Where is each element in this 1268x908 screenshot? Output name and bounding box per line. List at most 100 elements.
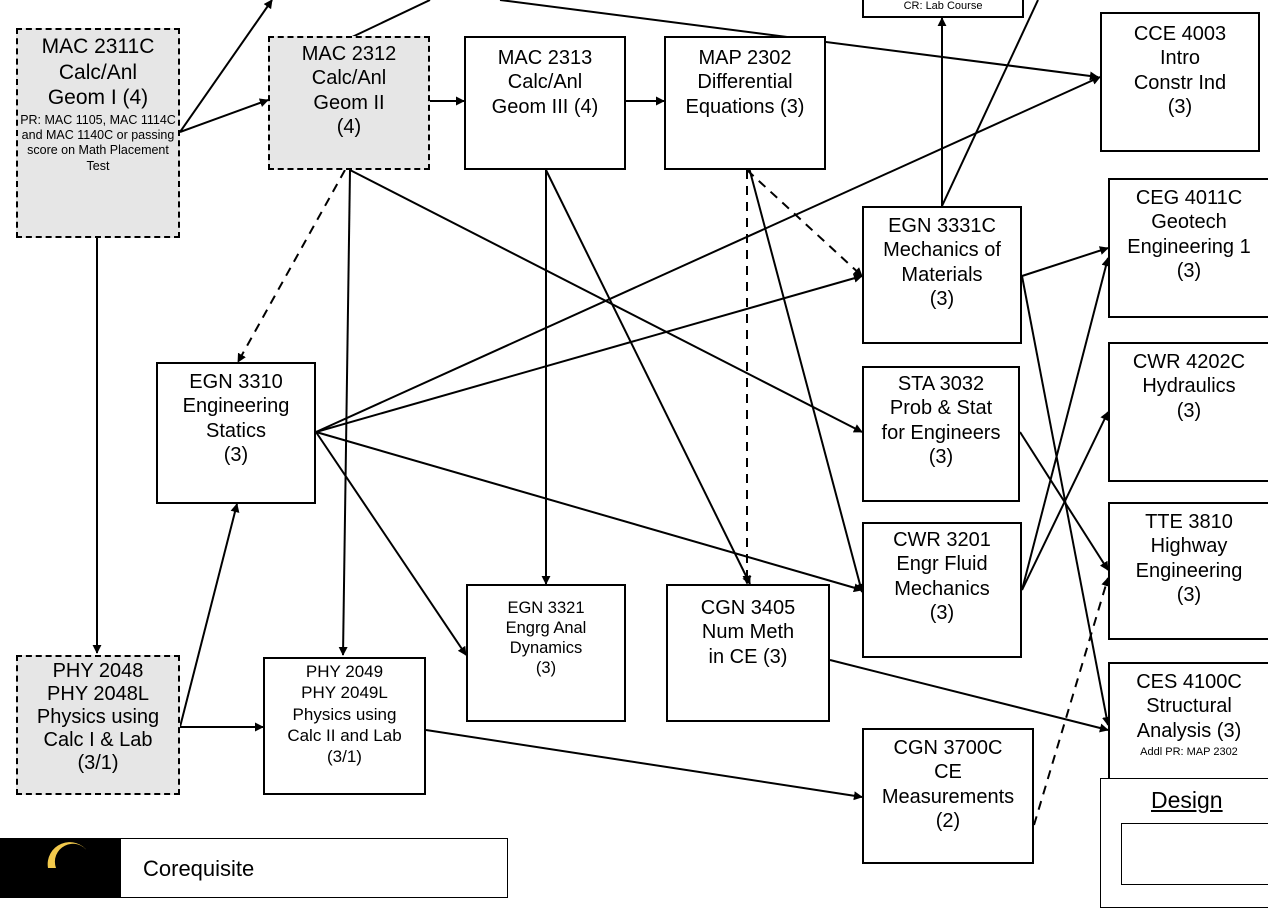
course-code: MAP 2302 (698, 47, 792, 69)
course-egn3321[interactable]: EGN 3321 Engrg Anal Dynamics (3) (466, 584, 626, 722)
course-title: Calc/Anl (311, 67, 387, 90)
course-title: Intro (1159, 47, 1201, 70)
cr-lab-label: CR: Lab Course (903, 0, 983, 13)
course-title: Constr Ind (1133, 71, 1227, 94)
course-title: Geotech (1151, 211, 1227, 234)
course-credits: (3) (1176, 260, 1202, 283)
course-egn3331c[interactable]: EGN 3331C Mechanics of Materials (3) (862, 206, 1022, 344)
course-title: Structural (1146, 695, 1232, 718)
course-title: in CE (3) (708, 645, 788, 668)
course-mac2313[interactable]: MAC 2313 Calc/Anl Geom III (4) (464, 36, 626, 170)
course-credits: (3) (223, 444, 249, 467)
course-code: MAC 2311C (41, 35, 155, 58)
course-credits: (3) (928, 446, 954, 469)
arrow-egn3310-egn3321 (315, 431, 467, 656)
course-title: Engineering 1 (1127, 235, 1251, 258)
course-tte3810[interactable]: TTE 3810 Highway Engineering (3) (1108, 502, 1268, 640)
course-cgn3700c[interactable]: CGN 3700C CE Measurements (2) (862, 728, 1034, 864)
course-credits: (3) (1167, 96, 1193, 119)
course-code: STA 3032 (897, 373, 985, 395)
course-code: EGN 3331C (888, 215, 996, 237)
course-title: Calc/Anl (58, 60, 138, 84)
arrow-2302-egn3331c (746, 169, 863, 277)
course-title: Physics using (292, 704, 397, 724)
course-title: Analysis (3) (1136, 719, 1242, 742)
prerequisite-note: Addl PR: MAP 2302 (1140, 746, 1238, 759)
course-title: Engineering (182, 395, 290, 418)
course-map2302[interactable]: MAP 2302 Differential Equations (3) (664, 36, 826, 170)
arrow-phy2049-cgn3700c (425, 729, 863, 801)
logo-crescent-icon (0, 838, 120, 898)
course-title: Calc II and Lab (287, 725, 402, 745)
course-title: Prob & Stat (889, 397, 993, 420)
course-code: EGN 3321 (507, 599, 585, 617)
course-title: Measurements (881, 785, 1015, 808)
course-lab-code: PHY 2049L (301, 683, 388, 703)
course-cwr3201[interactable]: CWR 3201 Engr Fluid Mechanics (3) (862, 522, 1022, 658)
course-code: CGN 3405 (700, 597, 796, 619)
course-title: Highway (1150, 535, 1228, 558)
arrow-cwr3201-cwr4202c (1021, 411, 1109, 591)
course-code: CEG 4011C (1135, 187, 1243, 209)
arrow-cgn3700c-tte3810 (1033, 577, 1110, 826)
course-credits: (3) (1176, 399, 1202, 422)
design-box: Design (1100, 778, 1268, 908)
arrow-2311-2312 (179, 98, 269, 133)
course-mac2311c[interactable]: MAC 2311C Calc/Anl Geom I (4) PR: MAC 11… (16, 28, 180, 238)
arrow-2311-offtop (179, 0, 273, 133)
legend-corequisite-label: Corequisite (143, 856, 255, 881)
course-code: TTE 3810 (1145, 511, 1233, 533)
course-lab-code: PHY 2048L (47, 683, 149, 705)
arrow-2313-cgn3405 (545, 169, 751, 585)
course-code: MAC 2313 (497, 47, 593, 69)
course-credits: (2) (935, 810, 961, 833)
arrow-2312-phy2049 (338, 169, 351, 656)
course-title: Mechanics of (883, 239, 1001, 262)
arrow-2302-cwr3201 (746, 159, 865, 593)
course-cgn3405[interactable]: CGN 3405 Num Meth in CE (3) (666, 584, 830, 722)
course-credits: (3) (929, 288, 955, 311)
course-title: Statics (205, 419, 267, 442)
course-title: Differential (697, 71, 793, 94)
course-title: Physics using (36, 706, 160, 728)
course-egn3310[interactable]: EGN 3310 Engineering Statics (3) (156, 362, 316, 504)
course-credits: (3/1) (327, 747, 362, 766)
arrow-2312-offtop (349, 0, 431, 39)
arrow-phy2048-egn3310 (179, 503, 240, 728)
course-title: Geom II (313, 91, 385, 114)
course-code: PHY 2049 (305, 662, 384, 681)
course-title: Engineering (1135, 559, 1243, 582)
course-cwr4202c[interactable]: CWR 4202C Hydraulics (3) (1108, 342, 1268, 482)
course-phy2049[interactable]: PHY 2049 PHY 2049L Physics using Calc II… (263, 657, 426, 795)
course-credits: (3/1) (77, 752, 119, 774)
course-title: Geom III (4) (491, 95, 599, 118)
course-code: CWR 3201 (893, 529, 991, 551)
course-code: EGN 3310 (189, 371, 283, 393)
arrow-egn3310-cce4003 (315, 76, 1101, 433)
course-sta3032[interactable]: STA 3032 Prob & Stat for Engineers (3) (862, 366, 1020, 502)
course-ceg4011c[interactable]: CEG 4011C Geotech Engineering 1 (3) (1108, 178, 1268, 318)
course-title: for Engineers (881, 421, 1001, 444)
course-code: MAC 2312 (301, 43, 397, 65)
course-title: Equations (3) (685, 95, 805, 118)
course-title: Calc I & Lab (43, 729, 153, 751)
arrow-egn3331c-offtop (941, 0, 1039, 207)
course-credits: (4) (336, 116, 362, 139)
course-title: CE (934, 761, 962, 784)
course-phy2048[interactable]: PHY 2048 PHY 2048L Physics using Calc I … (16, 655, 180, 795)
course-title: Dynamics (509, 639, 583, 658)
arrow-egn3310-cwr3201 (315, 431, 863, 593)
course-cce4003[interactable]: CCE 4003 Intro Constr Ind (3) (1100, 12, 1260, 152)
arrow-cgn3405-ces4100c (829, 659, 1109, 733)
course-title: Engrg Anal (505, 619, 587, 638)
course-code: CES 4100C (1136, 671, 1242, 693)
arrow-2312-egn3310 (237, 169, 346, 363)
course-code: CGN 3700C (893, 737, 1003, 759)
course-code: PHY 2048 (52, 660, 144, 682)
legend-box: Corequisite (120, 838, 508, 898)
design-title: Design (1151, 787, 1223, 813)
university-logo (0, 838, 120, 898)
course-mac2312[interactable]: MAC 2312 Calc/Anl Geom II (4) (268, 36, 430, 170)
prerequisite-note: PR: MAC 1105, MAC 1114C and MAC 1140C or… (20, 112, 176, 173)
